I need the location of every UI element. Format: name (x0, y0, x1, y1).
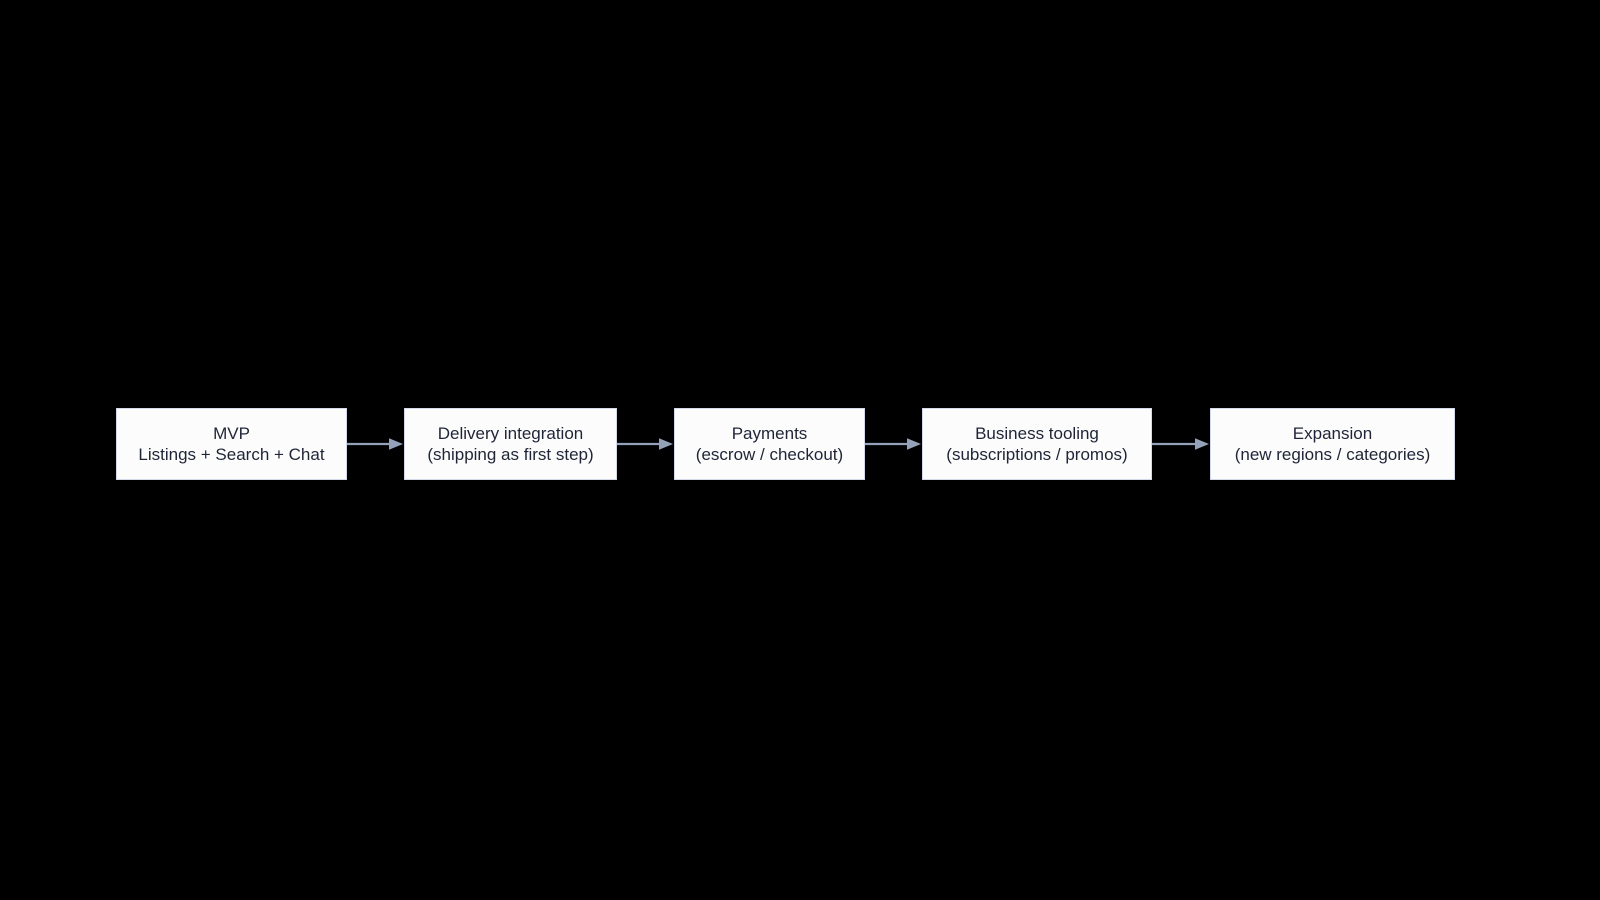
flow-node-delivery-integration-title: Delivery integration (437, 424, 584, 443)
arrow-right-icon (1152, 438, 1209, 450)
flow-node-mvp-title: MVP (213, 424, 250, 443)
flow-node-business-tooling[interactable]: Business tooling (subscriptions / promos… (922, 408, 1152, 480)
flow-connector-2 (617, 408, 674, 480)
flow-node-mvp[interactable]: MVP Listings + Search + Chat (116, 408, 347, 480)
arrow-right-icon (347, 438, 403, 450)
left-spacer (0, 444, 116, 445)
flow-node-payments[interactable]: Payments (escrow / checkout) (674, 408, 865, 480)
flow-node-business-tooling-title: Business tooling (975, 424, 1099, 443)
flow-node-delivery-integration[interactable]: Delivery integration (shipping as first … (404, 408, 617, 480)
flow-node-payments-title: Payments (731, 424, 808, 443)
flow-connector-1 (347, 408, 404, 480)
flow-connector-4 (1152, 408, 1210, 480)
flow-node-expansion[interactable]: Expansion (new regions / categories) (1210, 408, 1455, 480)
flow-node-mvp-subtitle: Listings + Search + Chat (138, 445, 325, 464)
arrow-right-icon (617, 438, 673, 450)
flow-row: MVP Listings + Search + Chat Delivery in… (0, 408, 1600, 480)
flow-node-expansion-subtitle: (new regions / categories) (1234, 445, 1431, 464)
arrow-right-icon (865, 438, 921, 450)
flow-connector-3 (865, 408, 922, 480)
flow-node-delivery-integration-subtitle: (shipping as first step) (427, 445, 594, 464)
flow-node-expansion-title: Expansion (1292, 424, 1373, 443)
flow-node-payments-subtitle: (escrow / checkout) (695, 445, 844, 464)
flow-node-business-tooling-subtitle: (subscriptions / promos) (946, 445, 1128, 464)
